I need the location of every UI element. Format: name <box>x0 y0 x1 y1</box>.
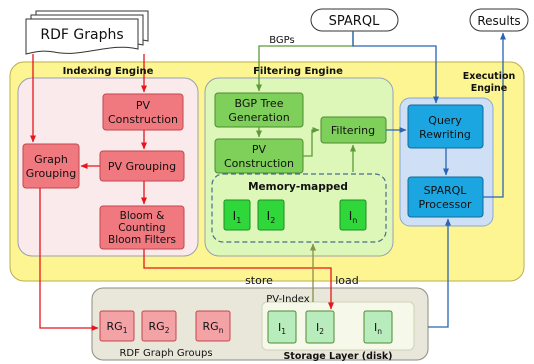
sparql-processor-line-1: SPARQL <box>424 184 468 197</box>
rdf-graph-groups-label: RDF Graph Groups <box>119 348 212 359</box>
rg-item-n <box>195 310 231 342</box>
pv-index-item-n-label: In <box>374 321 382 336</box>
sparql-label: SPARQL <box>329 14 380 29</box>
memory-mapped-label: Memory-mapped <box>248 181 348 193</box>
memory-item-n <box>339 199 367 231</box>
results-output <box>469 8 529 32</box>
sparql-processor-line-2: Processor <box>419 198 472 211</box>
pv-index-item-n <box>363 310 393 344</box>
pv-index-label: PV-Index <box>266 294 310 305</box>
store-label: store <box>245 274 273 287</box>
bgps-label: BGPs <box>269 35 295 46</box>
pv-construction-line-2: Construction <box>108 113 178 126</box>
query-rewriting-line-2: Rewriting <box>419 128 471 141</box>
memory-item-n-label: In <box>349 209 358 225</box>
bloom-line-1: Bloom & <box>120 210 165 222</box>
rg-item-2 <box>141 310 177 342</box>
memory-item-2-label: I2 <box>267 209 276 225</box>
pv-grouping-label: PV Grouping <box>108 160 176 173</box>
indexing-engine-title: Indexing Engine <box>63 66 154 77</box>
graph-grouping-line-1: Graph <box>34 153 68 166</box>
pv-construction-line-1: PV <box>136 99 151 112</box>
sparql-input <box>310 8 399 32</box>
bgp-tree-line-1: BGP Tree <box>235 97 284 110</box>
rg-item-2-label: RG2 <box>149 320 170 335</box>
indexing-arrows <box>30 54 334 331</box>
rg-item-1 <box>99 310 135 342</box>
execution-arrows <box>352 31 506 328</box>
rg-item-n-label: RGn <box>203 320 224 335</box>
pv-index-item-1-label: I1 <box>278 321 286 336</box>
query-rewriting-line-1: Query <box>428 114 462 127</box>
storage-layer-label: Storage Layer (disk) <box>283 351 392 362</box>
rg-item-1-label: RG1 <box>107 320 128 335</box>
bgp-tree-line-2: Generation <box>228 111 289 124</box>
pv-index-item-1 <box>267 310 297 344</box>
memory-item-2 <box>257 199 285 231</box>
graph-grouping-line-2: Grouping <box>26 167 77 180</box>
bloom-filters-box <box>99 205 185 250</box>
filtering-pv-line-2: Construction <box>224 157 294 170</box>
filtering-pv-line-1: PV <box>252 143 267 156</box>
graph-grouping-box <box>22 143 80 189</box>
execution-engine-title-line-1: Execution <box>463 71 516 82</box>
filtering-label: Filtering <box>331 124 375 137</box>
rdf-graphs-label: RDF Graphs <box>40 27 123 43</box>
memory-item-1-label: I1 <box>233 209 242 225</box>
results-label: Results <box>477 14 520 28</box>
pv-index-item-2-label: I2 <box>316 321 324 336</box>
memory-item-1 <box>223 199 251 231</box>
bloom-line-2: Counting <box>118 222 165 234</box>
rdf-graphs-document <box>25 10 149 55</box>
pv-index-item-2 <box>305 310 335 344</box>
load-label: load <box>335 274 359 287</box>
execution-engine-title-line-2: Engine <box>471 83 508 94</box>
pv-construction-box <box>102 93 184 131</box>
filtering-engine-title: Filtering Engine <box>253 66 343 77</box>
sparql-processor-box <box>407 176 484 218</box>
bloom-line-3: Bloom Filters <box>108 234 176 246</box>
